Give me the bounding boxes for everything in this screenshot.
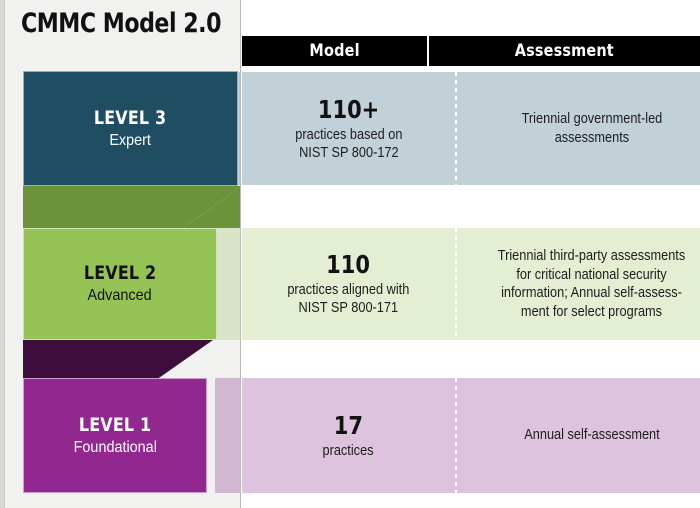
level-name-level-3: LEVEL 3 (94, 106, 167, 129)
level-box-level-2[interactable]: LEVEL 2 Advanced (23, 228, 217, 340)
row-band-left-level-1 (215, 378, 241, 493)
connector-level3-to-level2 (23, 186, 241, 230)
connector-chevron-purple-icon (23, 340, 213, 380)
level-descriptor-level-3: Expert (109, 131, 152, 149)
column-header-model-label: Model (309, 41, 360, 61)
connector-level2-to-level1 (23, 340, 213, 380)
practices-count-level-1: 17 (333, 410, 364, 440)
left-edge-bar (0, 0, 5, 508)
row-band-right-level-2: 110 practices aligned with NIST SP 800-1… (242, 228, 700, 340)
row-band-level-2: 110 practices aligned with NIST SP 800-1… (215, 228, 700, 340)
row-band-left-level-2 (215, 228, 241, 340)
row-band-right-level-1: 17 practices Annual self-assessment (242, 378, 700, 493)
cell-assessment-level-1: Annual self-assessment (457, 378, 700, 493)
level-box-level-3[interactable]: LEVEL 3 Expert (23, 71, 238, 186)
column-header-model: Model (242, 36, 427, 66)
practices-count-level-3: 110+ (317, 94, 380, 124)
level-descriptor-level-2: Advanced (87, 287, 153, 304)
assessment-text-level-1: Annual self-assessment (524, 427, 660, 444)
cell-model-level-3: 110+ practices based on NIST SP 800-172 (242, 72, 455, 185)
level-name-level-1: LEVEL 1 (78, 413, 152, 436)
cell-assessment-level-3: Triennial government-led assessments (457, 72, 700, 185)
row-band-level-3: 110+ practices based on NIST SP 800-172 … (215, 72, 700, 185)
practices-note-level-3: practices based on NIST SP 800-172 (294, 126, 403, 161)
level-box-level-1[interactable]: LEVEL 1 Foundational (23, 378, 207, 493)
level-name-level-2: LEVEL 2 (83, 262, 157, 284)
assessment-text-level-2: Triennial third-party assessments for cr… (498, 248, 686, 320)
practices-note-level-2: practices aligned with NIST SP 800-171 (287, 282, 410, 316)
column-header-assessment: Assessment (429, 36, 700, 66)
column-divider-level-3 (455, 72, 457, 185)
assessment-text-level-3: Triennial government-led assessments (521, 111, 663, 146)
cell-assessment-level-2: Triennial third-party assessments for cr… (457, 228, 700, 340)
connector-chevron-green-icon (23, 186, 241, 230)
level-descriptor-level-1: Foundational (73, 438, 157, 456)
page-title: CMMC Model 2.0 (21, 8, 222, 39)
cell-model-level-2: 110 practices aligned with NIST SP 800-1… (242, 228, 455, 340)
practices-note-level-1: practices (322, 442, 375, 459)
column-divider-level-1 (455, 378, 457, 493)
panel-divider (240, 0, 241, 508)
column-divider-level-2 (455, 228, 457, 340)
row-band-level-1: 17 practices Annual self-assessment (215, 378, 700, 493)
row-band-right-level-3: 110+ practices based on NIST SP 800-172 … (242, 72, 700, 185)
practices-count-level-2: 110 (326, 250, 371, 279)
column-header-assessment-label: Assessment (514, 41, 615, 61)
cell-model-level-1: 17 practices (242, 378, 455, 493)
